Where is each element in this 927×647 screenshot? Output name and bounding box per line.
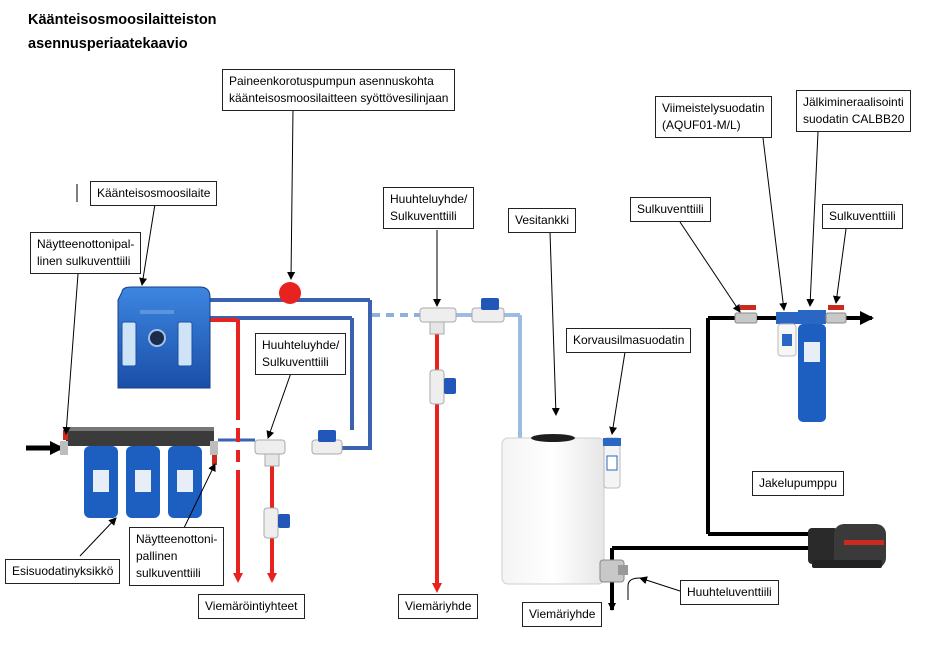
label-flush-mid-line-1: Huuhteluyhde/ (262, 338, 340, 352)
label-flush-top-line-1: Huuhteluyhde/ (390, 192, 468, 206)
flush-fitting-top (419, 298, 505, 405)
label-ro-unit: Käänteisosmoosilaite (90, 181, 218, 206)
output-lines (26, 311, 874, 611)
pump-point-icon (279, 282, 301, 304)
label-flush-mid: Huuhteluyhde/ Sulkuventtiili (255, 333, 347, 375)
label-shutoff-left: Sulkuventtiili (630, 197, 711, 222)
label-flush-top: Huuhteluyhde/ Sulkuventtiili (383, 187, 475, 229)
label-shutoff-left-line-1: Sulkuventtiili (637, 202, 704, 216)
permeate-line (455, 313, 522, 438)
label-ro-unit-line-1: Käänteisosmoosilaite (97, 186, 211, 200)
label-air-filter: Korvausilmasuodatin (566, 328, 692, 353)
prefilter-unit (60, 427, 218, 518)
title-line-1: Käänteisosmoosilaitteiston (28, 12, 217, 28)
flush-valve (599, 559, 628, 583)
drain-lines (210, 318, 442, 593)
water-tank (501, 434, 605, 585)
label-remin-filter: Jälkimineraalisointi suodatin CALBB20 (796, 90, 912, 132)
label-sample-valve-top: Näytteenottonipal- linen sulkuventtiili (30, 232, 142, 274)
label-pump-line-1: Paineenkorotuspumpun asennuskohta (229, 74, 434, 88)
label-dist-pump: Jakelupumppu (752, 471, 845, 496)
label-flush-mid-line-2: Sulkuventtiili (262, 355, 329, 369)
air-filter (603, 437, 621, 489)
label-dist-pump-line-1: Jakelupumppu (759, 476, 838, 490)
label-sample-valve-top-line-1: Näytteenottonipal- (37, 237, 135, 251)
label-drain-right-line-1: Viemäriyhde (529, 607, 596, 621)
label-flush-valve-line-1: Huuhteluventtiili (687, 585, 772, 599)
label-tank: Vesitankki (508, 208, 577, 233)
diagram-title: Käänteisosmoosilaitteiston asennusperiaa… (28, 8, 217, 56)
label-sample-valve-bottom-line-3: sulkuventtiili (136, 566, 201, 580)
label-drain-left-line-1: Viemäröintiyhteet (205, 599, 298, 613)
label-finish-filter-line-2: (AQUF01-M/L) (662, 118, 741, 132)
label-pump-line-2: käänteisosmoosilaitteen syöttövesilinjaa… (229, 91, 449, 105)
label-remin-filter-line-1: Jälkimineraalisointi (803, 95, 904, 109)
label-flush-top-line-2: Sulkuventtiili (390, 209, 457, 223)
label-prefilter: Esisuodatinyksikkö (5, 559, 121, 584)
label-sample-valve-bottom-line-2: pallinen (136, 549, 178, 563)
label-flush-valve: Huuhteluventtiili (680, 580, 779, 605)
label-prefilter-line-1: Esisuodatinyksikkö (12, 564, 114, 578)
label-drain-left: Viemäröintiyhteet (198, 594, 305, 619)
label-drain-right: Viemäriyhde (522, 602, 603, 627)
label-drain-mid-line-1: Viemäriyhde (405, 599, 472, 613)
label-air-filter-line-1: Korvausilmasuodatin (573, 333, 685, 347)
leader-lines (62, 108, 847, 600)
shutoff-valves-right (734, 305, 847, 324)
finish-filter (776, 312, 798, 357)
remin-filter (798, 310, 826, 422)
label-tank-line-1: Vesitankki (515, 213, 570, 227)
label-sample-valve-bottom: Näytteenottoni- pallinen sulkuventtiili (129, 527, 225, 586)
label-remin-filter-line-2: suodatin CALBB20 (803, 112, 905, 126)
label-sample-valve-bottom-line-1: Näytteenottoni- (136, 532, 218, 546)
label-drain-mid: Viemäriyhde (398, 594, 479, 619)
label-shutoff-right-line-1: Sulkuventtiili (829, 209, 896, 223)
ro-unit (117, 286, 211, 389)
label-shutoff-right: Sulkuventtiili (822, 204, 903, 229)
label-sample-valve-top-line-2: linen sulkuventtiili (37, 254, 131, 268)
label-finish-filter: Viimeistelysuodatin (AQUF01-M/L) (655, 96, 772, 138)
label-finish-filter-line-1: Viimeistelysuodatin (662, 101, 765, 115)
flush-fitting-mid (254, 430, 343, 539)
title-line-2: asennusperiaatekaavio (28, 36, 188, 52)
distribution-pump (808, 524, 886, 568)
label-pump-location: Paineenkorotuspumpun asennuskohta käänte… (222, 69, 456, 111)
